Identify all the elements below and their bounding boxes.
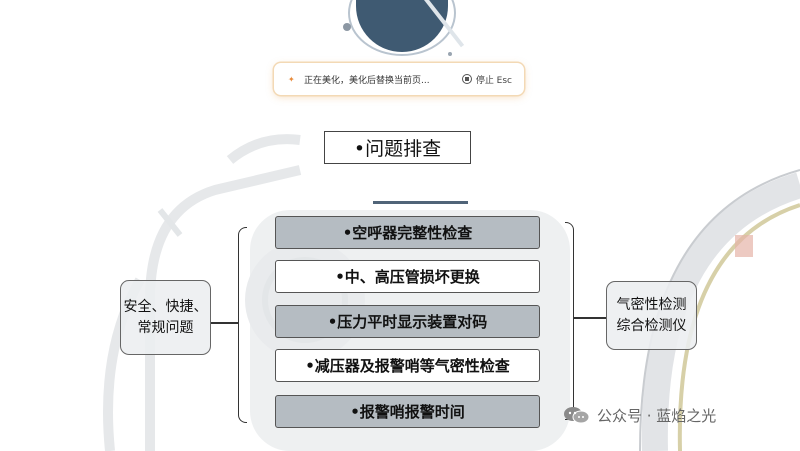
check-item-4: •减压器及报警哨等气密性检查 (275, 349, 540, 382)
decorative-dot-small (448, 52, 452, 56)
left-bracket (238, 227, 247, 423)
stop-circle-icon[interactable] (461, 74, 472, 84)
check-item-1: •空呼器完整性检查 (275, 216, 540, 249)
check-item-2: •中、高压管损坏更换 (275, 260, 540, 293)
title-underline (373, 201, 468, 204)
wechat-icon (564, 407, 590, 424)
right-bracket (565, 222, 574, 420)
slide-title: •问题排查 (324, 131, 471, 164)
beautify-progress-toast: ✦ 正在美化，美化后替换当前页... 停止 Esc (274, 63, 524, 95)
watermark: 公众号 · 蓝焰之光 (563, 404, 716, 426)
decorative-dot (343, 23, 351, 31)
check-item-3: •压力平时显示装置对码 (275, 305, 540, 338)
check-item-5: •报警哨报警时间 (275, 395, 540, 428)
left-connector-line (211, 322, 238, 324)
stop-button[interactable]: 停止 Esc (475, 75, 512, 86)
sparkle-icon: ✦ (288, 74, 295, 84)
left-category-box: 安全、快捷、 常规问题 (120, 280, 211, 355)
right-connector-line (574, 317, 606, 319)
toast-message: 正在美化，美化后替换当前页... (304, 75, 430, 86)
watermark-text: 公众号 · 蓝焰之光 (597, 406, 717, 425)
right-tool-box: 气密性检测 综合检测仪 (606, 281, 697, 350)
